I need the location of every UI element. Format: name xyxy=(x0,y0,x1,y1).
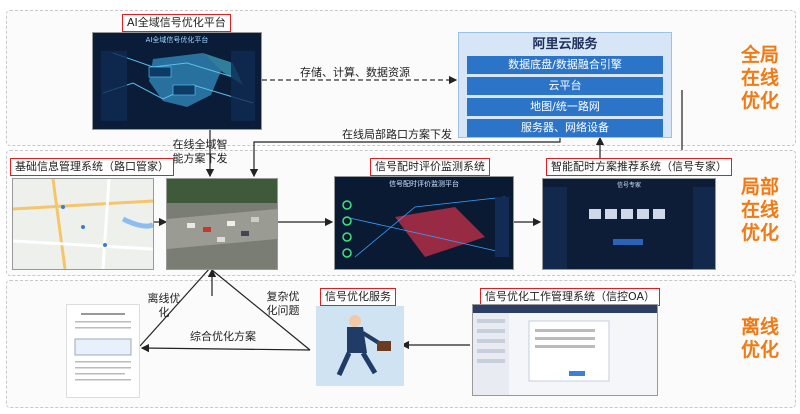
offline-layer-label: 离线优化 xyxy=(740,316,779,361)
eval-screen-title: 信号配时评价监测平台 xyxy=(389,180,459,188)
street-map-graphic xyxy=(13,179,153,269)
optimize-service-label: 信号优化服务 xyxy=(320,288,396,306)
oa-ui-graphic xyxy=(473,305,657,395)
complex-issue-edge-label: 复杂优化问题 xyxy=(266,290,300,317)
basic-info-screenshot[interactable] xyxy=(12,178,154,270)
combined-plan-edge-label: 综合优化方案 xyxy=(190,330,256,343)
running-businessman-icon xyxy=(317,307,403,385)
global-push-edge-label: 在线全域智能方案下发 xyxy=(172,138,228,165)
optimize-service-illustration xyxy=(316,306,404,386)
eval-monitor-screenshot[interactable]: 信号配时评价监测平台 xyxy=(334,176,514,270)
aliyun-row-servers: 服务器、网络设备 xyxy=(467,119,663,137)
offline-opt-edge-label: 离线优化 xyxy=(147,292,181,319)
traffic-scene-graphic xyxy=(167,179,277,269)
intersection-photo[interactable] xyxy=(166,178,278,270)
local-layer-label: 局部在线优化 xyxy=(740,176,779,244)
aliyun-row-map: 地图/统一路网 xyxy=(467,98,663,116)
eval-monitor-label: 信号配时评价监测系统 xyxy=(370,158,490,176)
recommend-ui-graphic xyxy=(543,179,715,269)
aliyun-row-cloud: 云平台 xyxy=(467,77,663,95)
report-document-thumbnail[interactable] xyxy=(66,304,140,398)
local-push-edge-label: 在线局部路口方案下发 xyxy=(342,128,452,141)
document-graphic xyxy=(67,305,139,397)
aliyun-row-data: 数据底盘/数据融合引擎 xyxy=(467,56,663,74)
recommend-screen-title: 信号专家 xyxy=(616,182,641,189)
storage-edge-label: 存储、计算、数据资源 xyxy=(300,66,410,79)
aliyun-services-box: 阿里云服务 数据底盘/数据融合引擎 云平台 地图/统一路网 服务器、网络设备 xyxy=(458,32,672,138)
city-map-graphic xyxy=(93,33,261,129)
recommend-screenshot[interactable]: 信号专家 xyxy=(542,178,716,270)
ai-screen-title: AI全域信号优化平台 xyxy=(145,36,209,44)
oa-system-screenshot[interactable] xyxy=(472,304,658,396)
aliyun-title: 阿里云服务 xyxy=(532,37,598,52)
ai-platform-screenshot[interactable]: AI全域信号优化平台 xyxy=(92,32,262,130)
ai-platform-label: AI全域信号优化平台 xyxy=(122,14,231,32)
basic-info-label: 基础信息管理系统（路口管家） xyxy=(10,158,174,176)
global-layer-label: 全局在线优化 xyxy=(740,44,779,112)
eval-3d-map-graphic xyxy=(335,177,513,269)
recommend-label: 智能配时方案推荐系统（信号专家） xyxy=(546,158,732,176)
